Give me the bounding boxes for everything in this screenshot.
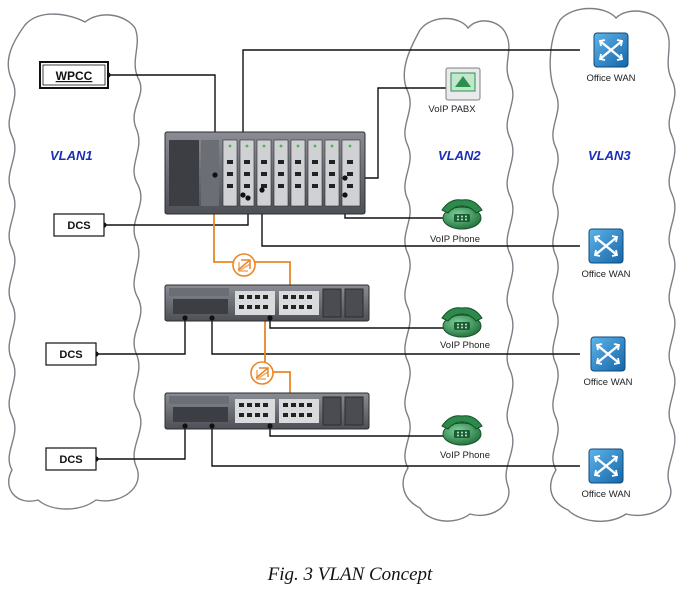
fiber-converter-icon — [250, 361, 274, 385]
wan-router-icon — [589, 335, 627, 373]
voip-phone: VoIP Phone — [440, 415, 490, 461]
dcs-label: DCS — [59, 349, 82, 361]
office-wan: Office WAN — [581, 447, 631, 500]
office-wan-label: Office WAN — [581, 269, 630, 280]
vlan3-label: VLAN3 — [588, 148, 631, 163]
office-wan-label: Office WAN — [586, 73, 635, 84]
office-wan: Office WAN — [583, 335, 633, 388]
office-wan-label: Office WAN — [583, 377, 632, 388]
cable-dcs-3 — [96, 426, 186, 460]
dcs-box: DCS — [45, 342, 97, 366]
office-wan: Office WAN — [586, 31, 636, 84]
voip-phone-label: VoIP Phone — [430, 234, 480, 245]
cable-office-wan-3 — [211, 318, 580, 355]
dcs-label: DCS — [67, 220, 90, 232]
voip-phone: VoIP Phone — [440, 307, 490, 351]
wpcc-box: WPCC — [39, 61, 109, 89]
voip-pabx-label: VoIP PABX — [428, 104, 476, 115]
phone-icon — [441, 415, 483, 446]
phone-icon — [441, 307, 483, 338]
vlan2-label: VLAN2 — [438, 148, 481, 163]
wan-router-icon — [587, 227, 625, 265]
access-switch-upper — [164, 284, 370, 322]
voip-pabx: VoIP PABX — [428, 67, 481, 115]
dcs-box: DCS — [53, 213, 105, 237]
voip-phone: VoIP Phone — [430, 199, 483, 245]
dcs-box: DCS — [45, 447, 97, 471]
wan-router-icon — [592, 31, 630, 69]
voip-phone-label: VoIP Phone — [440, 340, 490, 351]
wpcc-label: WPCC — [56, 69, 93, 83]
dcs-label: DCS — [59, 454, 82, 466]
figure-caption: Fig. 3 VLAN Concept — [267, 564, 433, 585]
fiber-converter-icon — [232, 253, 256, 277]
phone-icon — [441, 199, 483, 230]
cable-office-wan-4 — [211, 426, 580, 467]
vlan3-cloud — [549, 7, 676, 522]
cable-dcs-2 — [96, 318, 186, 355]
fiber-link-lower — [264, 305, 291, 408]
vlan1-cloud — [7, 13, 142, 510]
vlan-diagram: VLAN1 VLAN2 VLAN3 — [7, 7, 676, 522]
access-switch-lower — [164, 392, 370, 430]
vlan1-label: VLAN1 — [50, 148, 93, 163]
vlan2-cloud — [402, 17, 514, 522]
wan-router-icon — [587, 447, 625, 485]
voip-phone-label: VoIP Phone — [440, 450, 490, 461]
office-wan: Office WAN — [581, 227, 631, 280]
main-rack-switch — [164, 131, 366, 215]
office-wan-label: Office WAN — [581, 489, 630, 500]
